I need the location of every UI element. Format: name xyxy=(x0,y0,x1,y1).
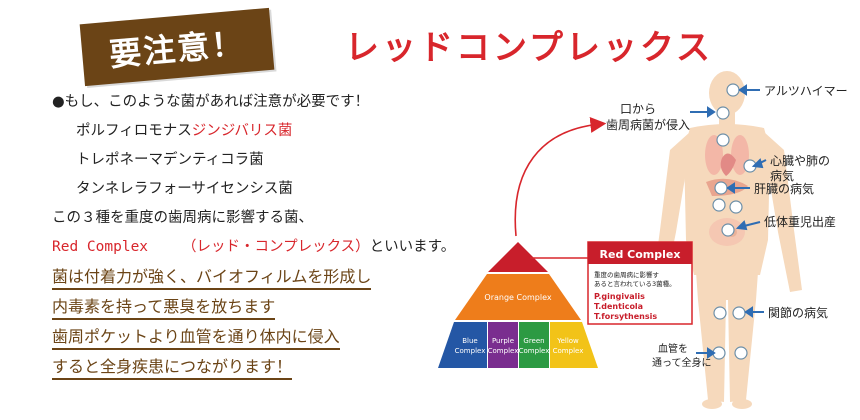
pyramid-purple-label-2: Complex xyxy=(488,347,519,355)
label-blood-2: 通って全身に xyxy=(652,356,712,369)
red-complex-box-desc-2: あると言われている3菌種。 xyxy=(594,279,676,288)
pyramid-blue-label-1: Blue xyxy=(462,337,478,345)
bacteria-item-3: タンネレラフォーサイセンシス菌 xyxy=(52,179,472,199)
species-3: T.forsythensis xyxy=(594,312,657,321)
red-curved-arrow xyxy=(514,117,607,237)
pyramid-yellow-label-2: Complex xyxy=(553,347,584,355)
bacteria-highlight: ジンジバリス菌 xyxy=(191,123,293,139)
pyramid-blue-tier xyxy=(438,322,487,368)
bacteria-name: ポルフィロモナス xyxy=(76,123,192,139)
red-complex-box: Red Complex 重度の歯周病に影響す あると言われている3菌種。 P.g… xyxy=(587,241,693,325)
pyramid-red-tier xyxy=(488,242,548,272)
red-complex-tail: といいます。 xyxy=(369,239,456,255)
emphasis-line-2: 内毒素を持って悪臭を放ちます xyxy=(52,296,276,320)
bacteria-item-1: ポルフィロモナスジンジバリス菌 xyxy=(52,121,472,141)
label-heart-2: 病気 xyxy=(770,168,794,183)
red-complex-reading: （レッド・コンプレックス） xyxy=(182,239,370,255)
label-liver: 肝臓の病気 xyxy=(754,181,814,196)
pyramid-orange-label: Orange Complex xyxy=(484,293,551,302)
red-complex-box-desc-1: 重度の歯周病に影響す xyxy=(594,270,660,279)
pyramid-orange-tier xyxy=(455,274,581,320)
species-1: P.gingivalis xyxy=(594,292,645,301)
bacteria-item-2: トレポネーマデンティコラ菌 xyxy=(52,150,472,170)
bacteria-markers xyxy=(712,83,757,360)
pyramid-green-label-1: Green xyxy=(523,337,544,345)
red-complex-term: Red Complex xyxy=(52,239,149,255)
emphasis-line-1: 菌は付着力が強く、バイオフィルムを形成し xyxy=(52,266,372,290)
intro-summary-line: この３種を重度の歯周病に影響する菌、 xyxy=(52,210,313,226)
page-title: レッドコンプレックス xyxy=(345,28,713,68)
body-label-arrows xyxy=(690,84,767,359)
complex-pyramid: Orange Complex Blue Complex Purple Compl… xyxy=(438,242,598,368)
label-mouth-2: 歯周病菌が侵入 xyxy=(606,117,690,132)
bacteria-name: タンネレラフォーサイセンシス菌 xyxy=(76,181,293,197)
emphasis-text: 菌は付着力が強く、バイオフィルムを形成し 内毒素を持って悪臭を放ちます 歯周ポケ… xyxy=(52,266,372,386)
pyramid-blue-label-2: Complex xyxy=(455,347,486,355)
label-heart-1: 心臓や肺の xyxy=(770,154,830,168)
emphasis-line-3: 歯周ポケットより血管を通り体内に侵入 xyxy=(52,326,340,350)
pyramid-purple-tier xyxy=(488,322,518,368)
species-2: T.denticola xyxy=(594,302,643,311)
pyramid-purple-label-1: Purple xyxy=(492,337,514,345)
pyramid-yellow-tier xyxy=(550,322,598,368)
label-joint: 関節の病気 xyxy=(768,305,828,320)
bacteria-name: トレポネーマデンティコラ菌 xyxy=(76,152,264,168)
label-mouth-1: 口から xyxy=(620,102,656,116)
pyramid-yellow-label-1: Yellow xyxy=(556,337,579,345)
red-complex-line: Red Complex （レッド・コンプレックス）といいます。 xyxy=(52,237,472,257)
pyramid-green-label-2: Complex xyxy=(519,347,550,355)
label-blood-1: 血管を xyxy=(658,342,688,355)
intro-text: ●もし、このような菌があれば注意が必要です！ ポルフィロモナスジンジバリス菌 ト… xyxy=(52,92,472,266)
pyramid-green-tier xyxy=(519,322,549,368)
emphasis-line-4: すると全身疾患につながります！ xyxy=(52,356,293,380)
red-complex-box-title: Red Complex xyxy=(600,248,681,261)
label-alzheimer: アルツハイマー xyxy=(764,84,848,98)
label-low-birth: 低体重児出産 xyxy=(764,214,836,229)
intro-line: ●もし、このような菌があれば注意が必要です！ xyxy=(52,94,370,110)
